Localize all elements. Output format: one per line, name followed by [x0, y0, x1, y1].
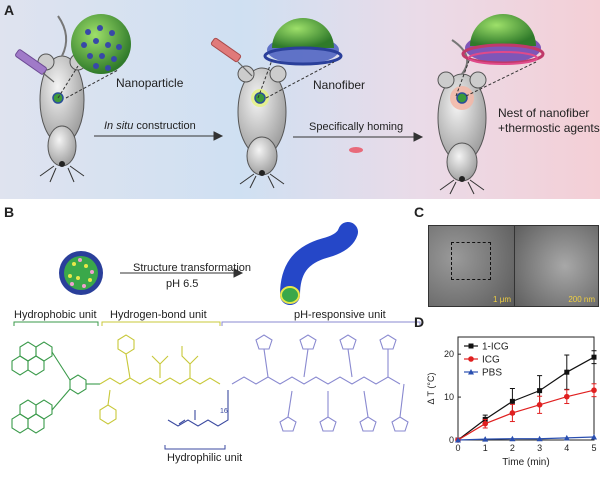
hydrophilic-unit-label: Hydrophilic unit: [167, 452, 243, 464]
data-point: [591, 387, 597, 394]
tem-scale-2: 200 nm: [568, 295, 595, 304]
mouse-3: [437, 39, 487, 195]
panel-a-label: A: [4, 2, 15, 18]
nanofiber-label: Nanofiber: [313, 78, 366, 92]
x-tick-label: 0: [455, 443, 460, 453]
data-point: [591, 354, 597, 360]
series-line-ICG: [457, 389, 595, 441]
y-axis-label: Δ T (°C): [426, 373, 436, 405]
syringe-2-icon: [210, 37, 253, 77]
syringe-1-icon: [15, 49, 55, 83]
data-point: [564, 393, 570, 400]
panel-b-label: B: [4, 204, 15, 220]
nanoparticle-sphere: [71, 14, 131, 74]
ph-unit-label: pH-responsive unit: [294, 309, 386, 321]
legend-label: 1-ICG: [482, 342, 509, 353]
legend-marker: [468, 369, 474, 375]
peg-subscript: 16: [220, 408, 228, 415]
panel-c-label: C: [414, 204, 425, 220]
arrow-1: [94, 131, 224, 141]
nanofiber-dome: [263, 18, 343, 66]
nest-dome: [461, 14, 545, 65]
data-point: [564, 369, 570, 375]
tem-scale-1: 1 μm: [493, 295, 511, 304]
x-tick-label: 4: [564, 443, 569, 453]
hydrophobic-bracket: [13, 321, 99, 326]
data-point: [537, 388, 543, 394]
data-point: [509, 410, 516, 416]
data-point: [455, 437, 461, 443]
x-axis-label: Time (min): [502, 457, 549, 468]
ph-bracket: [221, 321, 421, 326]
y-tick-label: 0: [449, 435, 454, 445]
legend-label: PBS: [482, 368, 502, 379]
data-point: [536, 435, 543, 442]
mixed-nanoparticle: [59, 251, 103, 295]
step1-label: In situ construction: [104, 120, 196, 132]
data-point: [536, 402, 543, 408]
data-point: [509, 435, 516, 442]
data-point: [563, 434, 570, 441]
peg-structure: [167, 390, 229, 427]
tem-zoom-box: [451, 242, 491, 280]
tem-image-1: 1 μm: [428, 225, 515, 307]
nanoparticle-label: Nanoparticle: [116, 76, 184, 90]
arrow-2: [293, 132, 424, 142]
y-tick-label: 10: [444, 392, 454, 402]
data-point: [591, 433, 597, 440]
panel-d-label: D: [414, 314, 425, 330]
ph-label: pH 6.5: [166, 278, 199, 290]
hbond-unit-label: Hydrogen-bond unit: [110, 309, 207, 321]
y-tick-label: 20: [444, 349, 454, 359]
mouse-2: [237, 65, 287, 189]
panel-a-illustration: [15, 14, 545, 195]
x-tick-label: 5: [591, 443, 596, 453]
data-point: [509, 398, 515, 404]
hbond-bracket: [101, 321, 221, 326]
x-tick-label: 1: [483, 443, 488, 453]
pyrene-structure: [11, 341, 100, 434]
data-point: [482, 420, 488, 427]
hydrophilic-bracket: [164, 445, 226, 450]
legend-marker: [468, 356, 474, 362]
nest-label-line2: +thermostic agents: [498, 121, 600, 135]
step1-rest: construction: [133, 120, 196, 132]
nanofiber-tube: [280, 222, 358, 305]
nest-label-line1: Nest of nanofiber: [498, 106, 590, 120]
structure-transformation-label: Structure transformation: [133, 262, 251, 274]
panel-b-illustration: [11, 222, 421, 450]
data-point: [482, 436, 489, 442]
hbond-structure: [99, 334, 221, 425]
step2-label: Specifically homing: [309, 121, 404, 133]
transform-arrow: [120, 268, 244, 278]
series-line-PBS: [457, 436, 595, 441]
x-tick-label: 2: [510, 443, 515, 453]
step1-italic: In situ: [104, 120, 134, 132]
legend-label: ICG: [482, 355, 500, 366]
x-tick-label: 3: [537, 443, 542, 453]
hydrophobic-unit-label: Hydrophobic unit: [14, 309, 97, 321]
tem-image-2: 200 nm: [514, 225, 599, 307]
histidine-structure: [231, 334, 409, 432]
pink-particle: [349, 147, 363, 153]
legend-marker: [468, 343, 474, 349]
series-line-1-ICG: [457, 356, 595, 441]
